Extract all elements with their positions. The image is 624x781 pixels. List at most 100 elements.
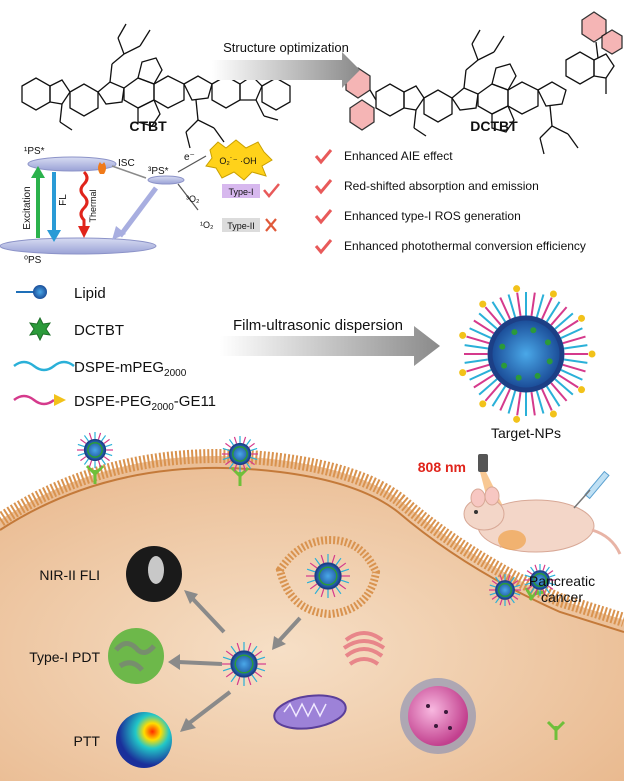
advantage-item: Red-shifted absorption and emission (344, 179, 539, 193)
peg-chain (545, 566, 550, 573)
peg-chain (306, 568, 316, 573)
peg-chain (526, 585, 533, 590)
peg-chain (103, 456, 110, 462)
jablonski-diagram: ¹PS* ⁰PS ³PS* Excitation FL Thermal ISC … (0, 139, 280, 266)
peg-chain (557, 373, 579, 389)
peg-chain (83, 435, 89, 442)
peg-chain (83, 458, 89, 465)
diphenylamine-highlight-right (581, 11, 623, 59)
peg-chain (256, 656, 266, 661)
peg-chain (254, 650, 263, 657)
peg-chain (77, 443, 85, 448)
lipid-label: Lipid (74, 285, 106, 302)
t1-label: ³PS* (148, 166, 169, 177)
dctbt-ring (532, 572, 548, 588)
ge11-peptide (578, 386, 586, 394)
ge11-peptide (513, 415, 521, 423)
peg-chain (560, 369, 583, 381)
type2-label: Type-II (227, 221, 255, 231)
peg-chain (464, 358, 489, 364)
dctbt-molecule (546, 358, 553, 365)
ge11-peptide-icon (54, 394, 66, 406)
ge11-peptide (479, 300, 487, 308)
peg-chain (510, 576, 515, 583)
nanoparticle (222, 436, 258, 472)
type2-cross-icon (265, 218, 277, 232)
peg-chain (247, 642, 252, 652)
thermal-label: Thermal (88, 189, 98, 222)
peg-chain (478, 378, 498, 396)
dead-cell-pattern-icon (114, 641, 156, 672)
peg-chain (489, 592, 496, 596)
peg-chain (545, 385, 561, 407)
nucleus (400, 678, 476, 754)
peg-chain (246, 462, 252, 469)
peg-chain (542, 589, 546, 596)
cell-membrane (0, 449, 624, 627)
target-nanoparticle (459, 285, 596, 423)
nanoparticle (489, 574, 521, 606)
peg-chain (314, 586, 321, 595)
ge11-peptide (578, 314, 586, 322)
dctbt-structure (375, 29, 615, 155)
peg-chain (563, 344, 588, 350)
check-icon (314, 179, 333, 195)
cancer-label-line2: cancer (541, 589, 583, 605)
therapy-arrows (168, 590, 302, 732)
peg-chain (507, 390, 517, 414)
peg-chain (547, 570, 554, 575)
peg-chain (251, 645, 258, 654)
peg-chain (97, 460, 102, 468)
t1-level (147, 175, 185, 185)
peg-chain (495, 576, 500, 583)
advantages-list: Enhanced AIE effect Red-shifted absorpti… (314, 149, 586, 255)
receptor-icon (85, 464, 105, 484)
advantage-item: Enhanced type-I ROS generation (344, 209, 521, 223)
peg-chain (541, 388, 553, 411)
peg-chain (530, 292, 536, 317)
peg-chain (320, 588, 325, 598)
peg-chain (469, 369, 492, 381)
peg-chain (507, 599, 511, 606)
peg-chain (242, 464, 247, 472)
cancer-label-line1: Pancreatic (529, 573, 595, 589)
peg-chain (335, 586, 342, 595)
peg-chain (250, 447, 258, 452)
dctbt-ring (318, 566, 338, 586)
peg-chain (491, 580, 498, 585)
electron-transfer-arrow (177, 155, 207, 173)
peg-chain (514, 584, 521, 588)
dctbt-molecule (530, 327, 537, 334)
peg-chain (250, 456, 258, 461)
peg-chain (562, 363, 586, 373)
mpeg-chain-icon (13, 360, 75, 372)
peg-chain (225, 442, 232, 448)
peg-chain (236, 642, 241, 652)
peg-chain (499, 599, 503, 606)
pdt-label: Type-I PDT (29, 649, 100, 665)
peg-chain (530, 587, 535, 594)
peg-chain (473, 373, 495, 389)
peg-chain (309, 562, 318, 569)
type1-label: Type-I (228, 187, 253, 197)
receptor-icon (230, 466, 250, 486)
structure-optimization-label: Structure optimization (223, 40, 349, 55)
check-icon (314, 239, 333, 255)
peg-chain (306, 579, 316, 584)
electron-label: e⁻ (184, 152, 195, 163)
laser-wavelength-label: 808 nm (418, 459, 466, 475)
peg-chain (534, 589, 538, 596)
peg-chain (541, 297, 553, 320)
peg-chain (545, 587, 550, 594)
peg-chain (338, 562, 347, 569)
advantage-item: Enhanced photothermal conversion efficie… (344, 239, 586, 253)
peg-chain (512, 580, 519, 585)
peg-chain (499, 297, 511, 320)
peg-chain (103, 438, 110, 444)
ge11-peptide (513, 285, 521, 293)
peg-chain (236, 676, 241, 686)
thermal-arrowhead (78, 226, 90, 238)
peg-chain (550, 306, 568, 326)
syringe-icon (573, 470, 610, 509)
peg-chain (535, 294, 545, 318)
